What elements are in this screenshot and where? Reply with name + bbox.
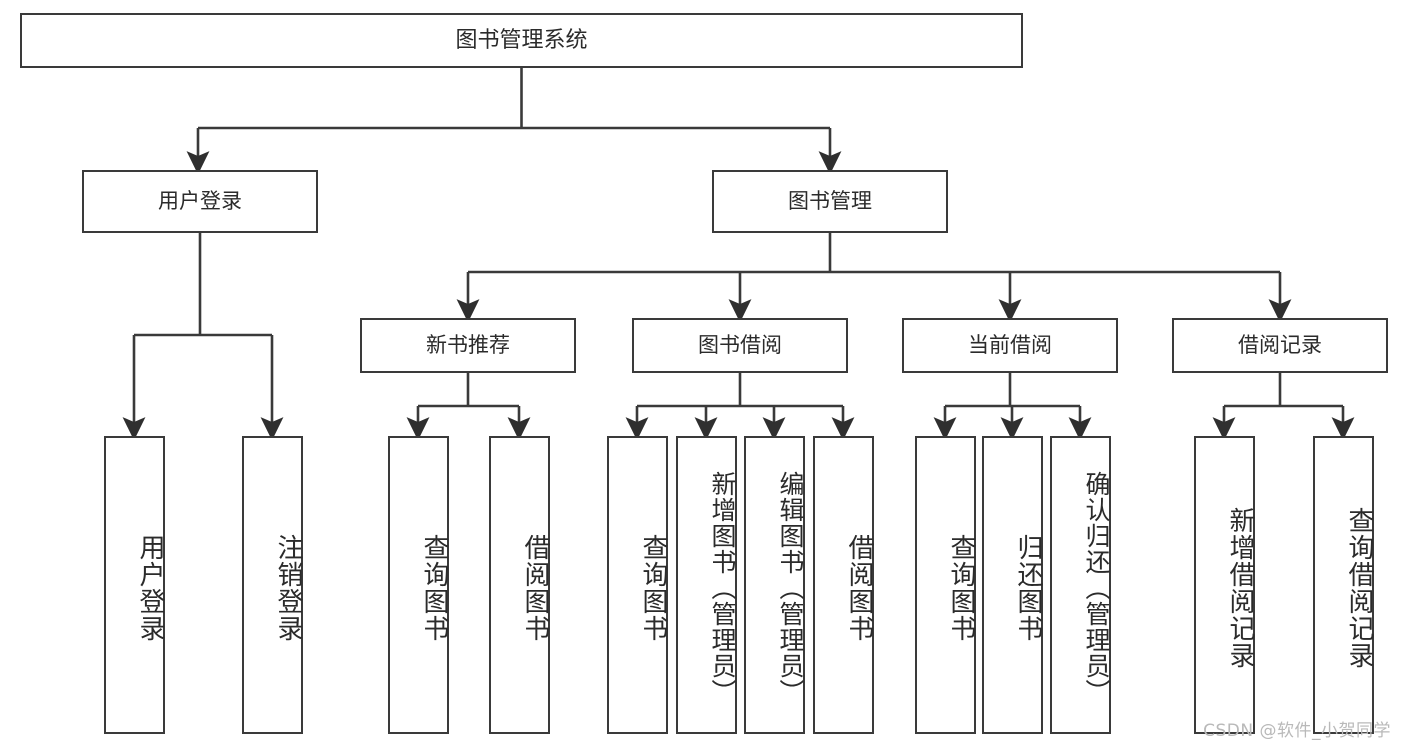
leaf-record-add-record[interactable]: 新增借阅记录 — [1194, 436, 1255, 734]
node-label: 图书借阅 — [698, 333, 782, 358]
node-label: 新增图书（管理员） — [708, 471, 737, 705]
node-book-borrow[interactable]: 图书借阅 — [632, 318, 848, 373]
leaf-new-book-borrow[interactable]: 借阅图书 — [489, 436, 550, 734]
node-label: 当前借阅 — [968, 333, 1052, 358]
node-label: 图书管理系统 — [455, 27, 588, 53]
node-label: 借阅图书 — [520, 534, 550, 642]
leaf-new-book-query[interactable]: 查询图书 — [388, 436, 449, 734]
node-label: 归还图书 — [1013, 534, 1043, 642]
node-label: 借阅图书 — [844, 534, 874, 642]
node-label: 查询借阅记录 — [1344, 507, 1374, 669]
node-book-management[interactable]: 图书管理 — [712, 170, 948, 233]
leaf-current-confirm-return-admin[interactable]: 确认归还（管理员） — [1050, 436, 1111, 734]
leaf-borrow-query-book[interactable]: 查询图书 — [607, 436, 668, 734]
leaf-borrow-add-book-admin[interactable]: 新增图书（管理员） — [676, 436, 737, 734]
node-label: 用户登录 — [135, 534, 165, 642]
node-label: 确认归还（管理员） — [1082, 471, 1111, 705]
node-root-system[interactable]: 图书管理系统 — [20, 13, 1023, 68]
leaf-current-query-book[interactable]: 查询图书 — [915, 436, 976, 734]
node-label: 新增借阅记录 — [1225, 507, 1255, 669]
leaf-current-return-book[interactable]: 归还图书 — [982, 436, 1043, 734]
node-new-book-recommend[interactable]: 新书推荐 — [360, 318, 576, 373]
leaf-borrow-borrow-book[interactable]: 借阅图书 — [813, 436, 874, 734]
node-label: 注销登录 — [273, 534, 303, 642]
node-label: 查询图书 — [419, 534, 449, 642]
leaf-user-login-logout[interactable]: 注销登录 — [242, 436, 303, 734]
node-label: 图书管理 — [788, 189, 872, 214]
node-current-borrow[interactable]: 当前借阅 — [902, 318, 1118, 373]
node-label: 借阅记录 — [1238, 333, 1322, 358]
node-user-login[interactable]: 用户登录 — [82, 170, 318, 233]
node-label: 用户登录 — [158, 189, 242, 214]
csdn-watermark: CSDN @软件_小贺同学 — [1203, 721, 1391, 741]
node-label: 查询图书 — [638, 534, 668, 642]
node-label: 新书推荐 — [426, 333, 510, 358]
node-label: 查询图书 — [946, 534, 976, 642]
node-borrow-record[interactable]: 借阅记录 — [1172, 318, 1388, 373]
leaf-borrow-edit-book-admin[interactable]: 编辑图书（管理员） — [744, 436, 805, 734]
leaf-user-login-login[interactable]: 用户登录 — [104, 436, 165, 734]
leaf-record-query-record[interactable]: 查询借阅记录 — [1313, 436, 1374, 734]
node-label: 编辑图书（管理员） — [776, 471, 805, 705]
